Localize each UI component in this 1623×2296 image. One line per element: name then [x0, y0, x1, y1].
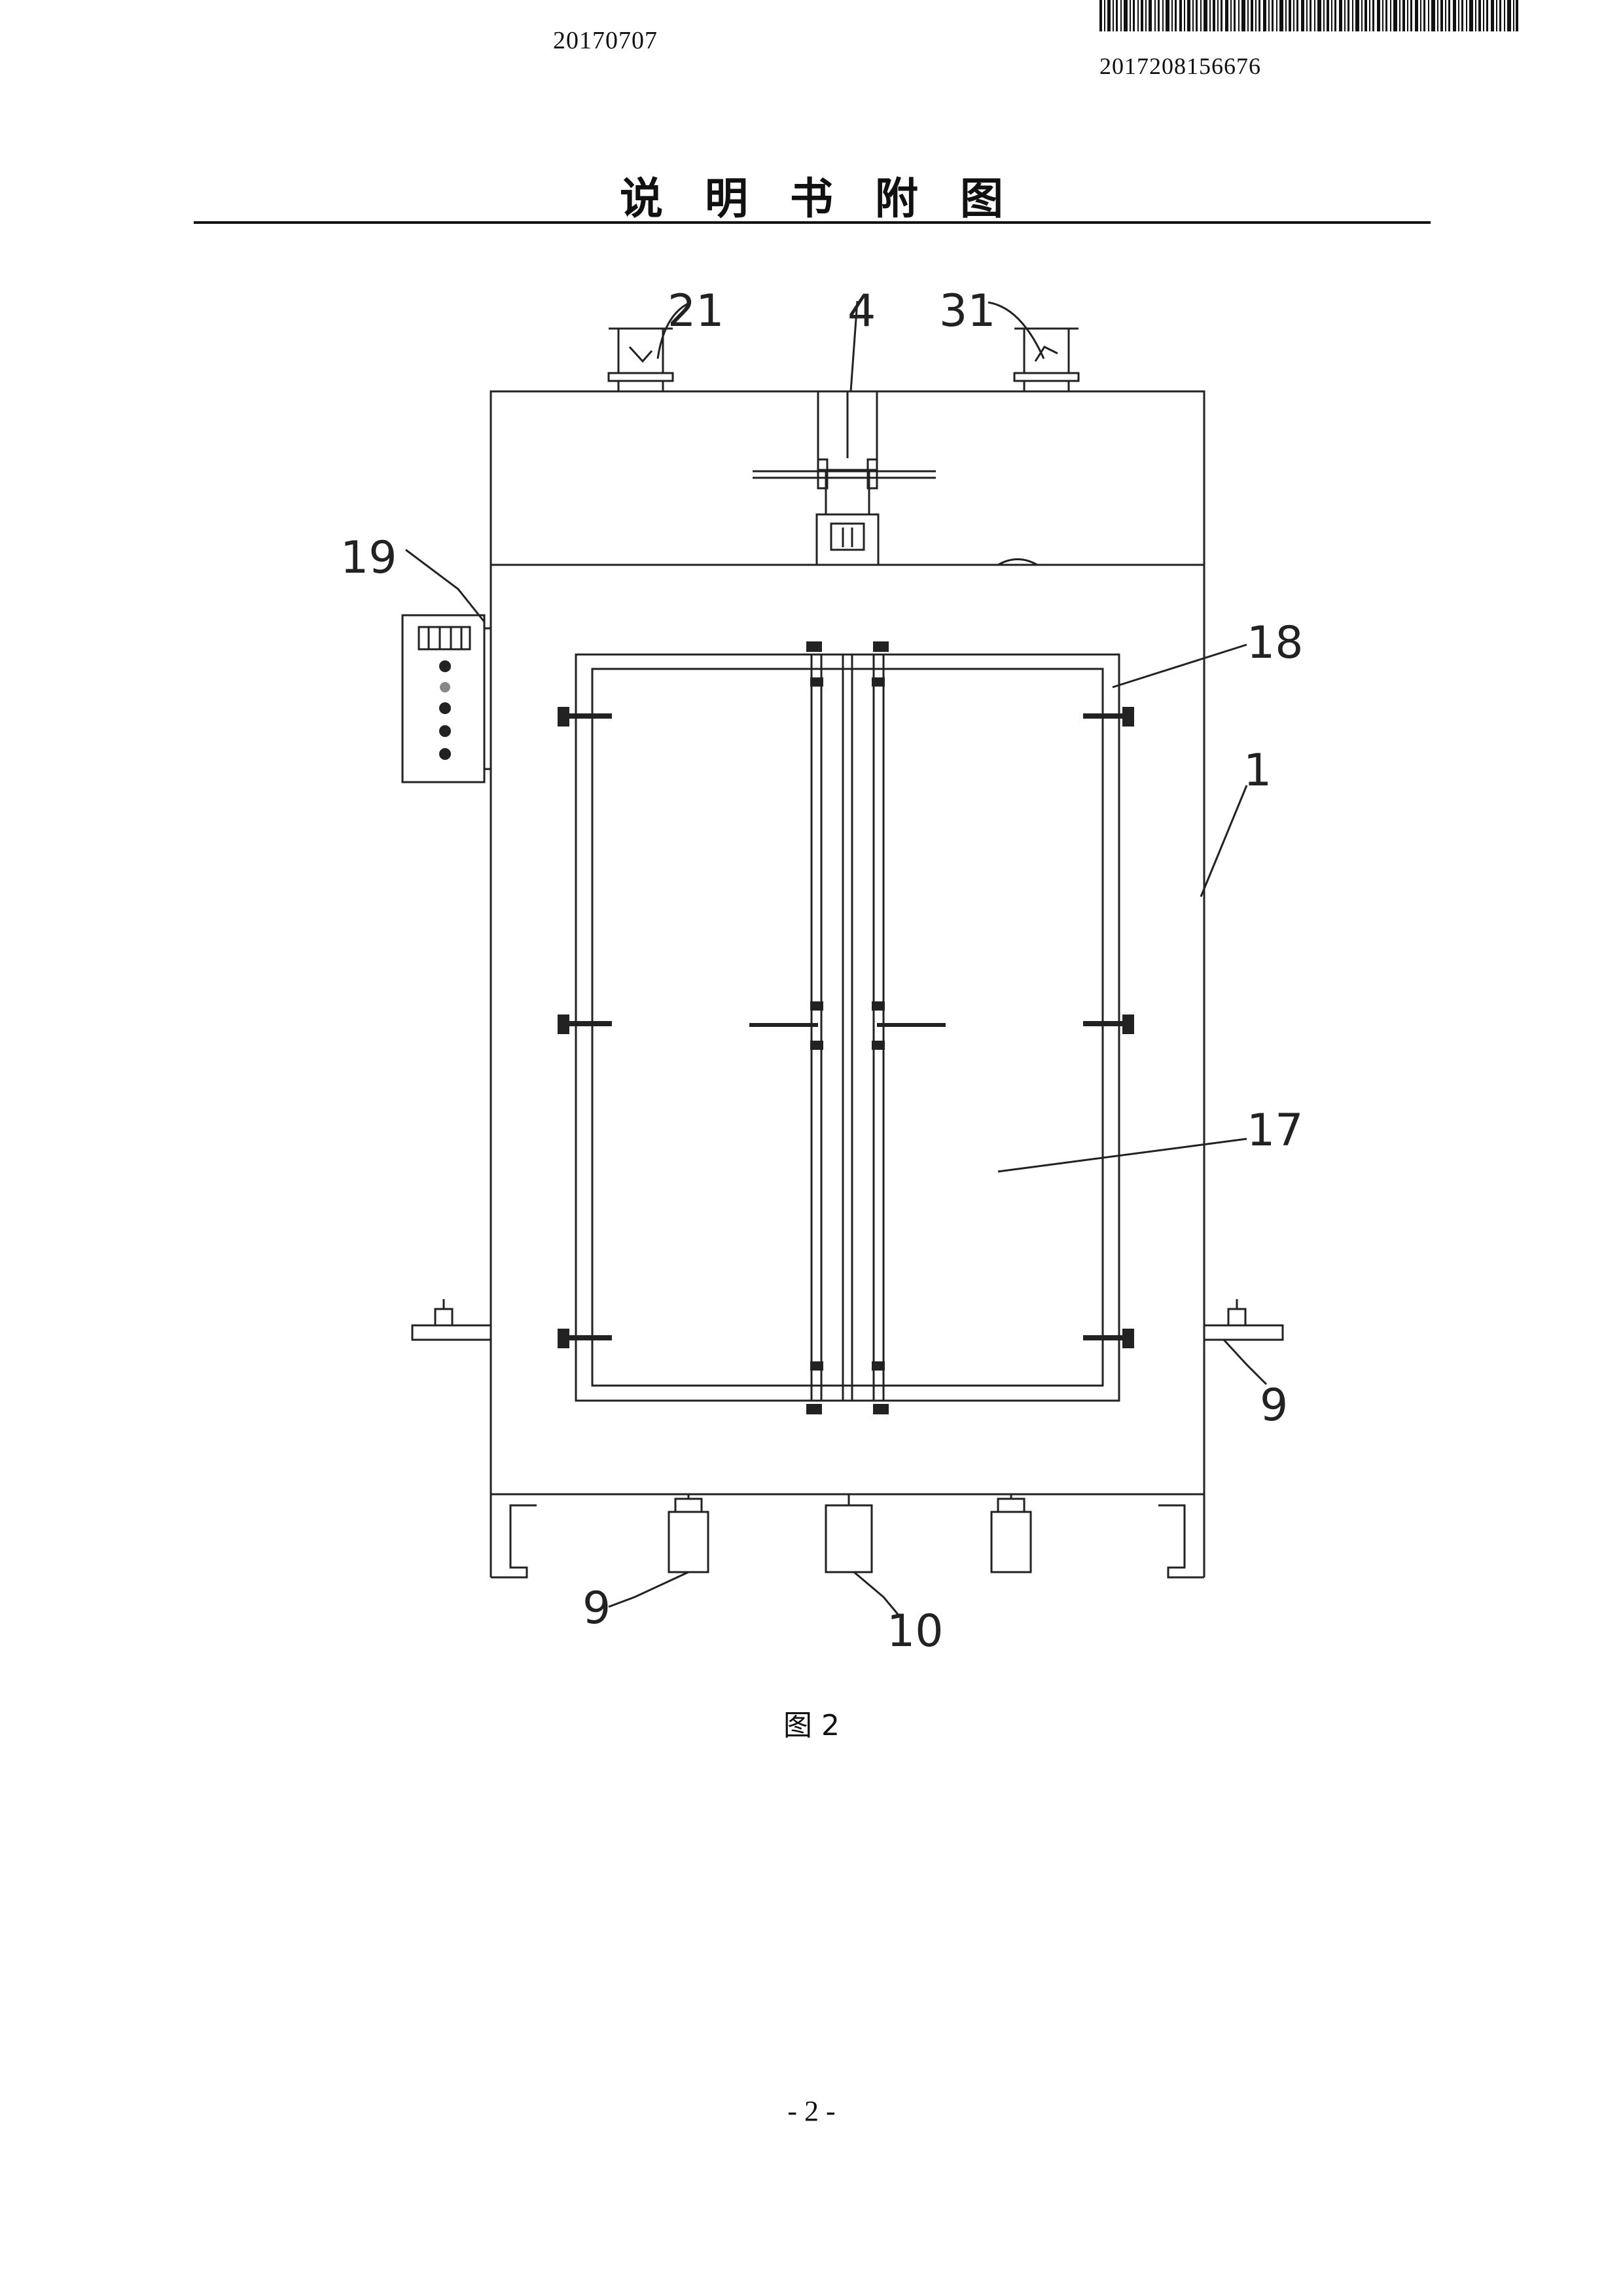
- bottom-drain-10: [825, 1504, 873, 1573]
- document-date: 20170707: [553, 27, 658, 54]
- control-box: [401, 614, 486, 783]
- cabinet-body: [490, 564, 1205, 1496]
- page-title: 说明书附图: [620, 173, 1045, 224]
- callout-17: 17: [1247, 1105, 1304, 1157]
- callout-18: 18: [1247, 617, 1304, 669]
- callout-9-bottom: 9: [582, 1583, 611, 1634]
- barcode-graphic: [1099, 0, 1518, 31]
- title-divider: [194, 221, 1431, 224]
- fan-motor: [815, 513, 880, 566]
- callout-4: 4: [847, 285, 876, 337]
- side-pipe-left: [411, 1324, 492, 1341]
- page-number: - 2 -: [787, 2095, 836, 2127]
- base-leg-left: [491, 1504, 537, 1579]
- callout-31: 31: [939, 285, 996, 337]
- callout-1: 1: [1243, 745, 1272, 797]
- application-number: 2017208156676: [1099, 53, 1261, 79]
- callout-9-right: 9: [1260, 1380, 1288, 1431]
- callout-10: 10: [887, 1605, 944, 1657]
- door-frame-inner: [591, 668, 1104, 1387]
- bottom-canister-left: [668, 1511, 709, 1573]
- door-frame-outer: [575, 653, 1120, 1402]
- callout-19: 19: [340, 532, 397, 584]
- callout-21: 21: [668, 285, 724, 337]
- exhaust-flange-left: [617, 327, 664, 374]
- figure-caption: 图 2: [783, 1709, 840, 1742]
